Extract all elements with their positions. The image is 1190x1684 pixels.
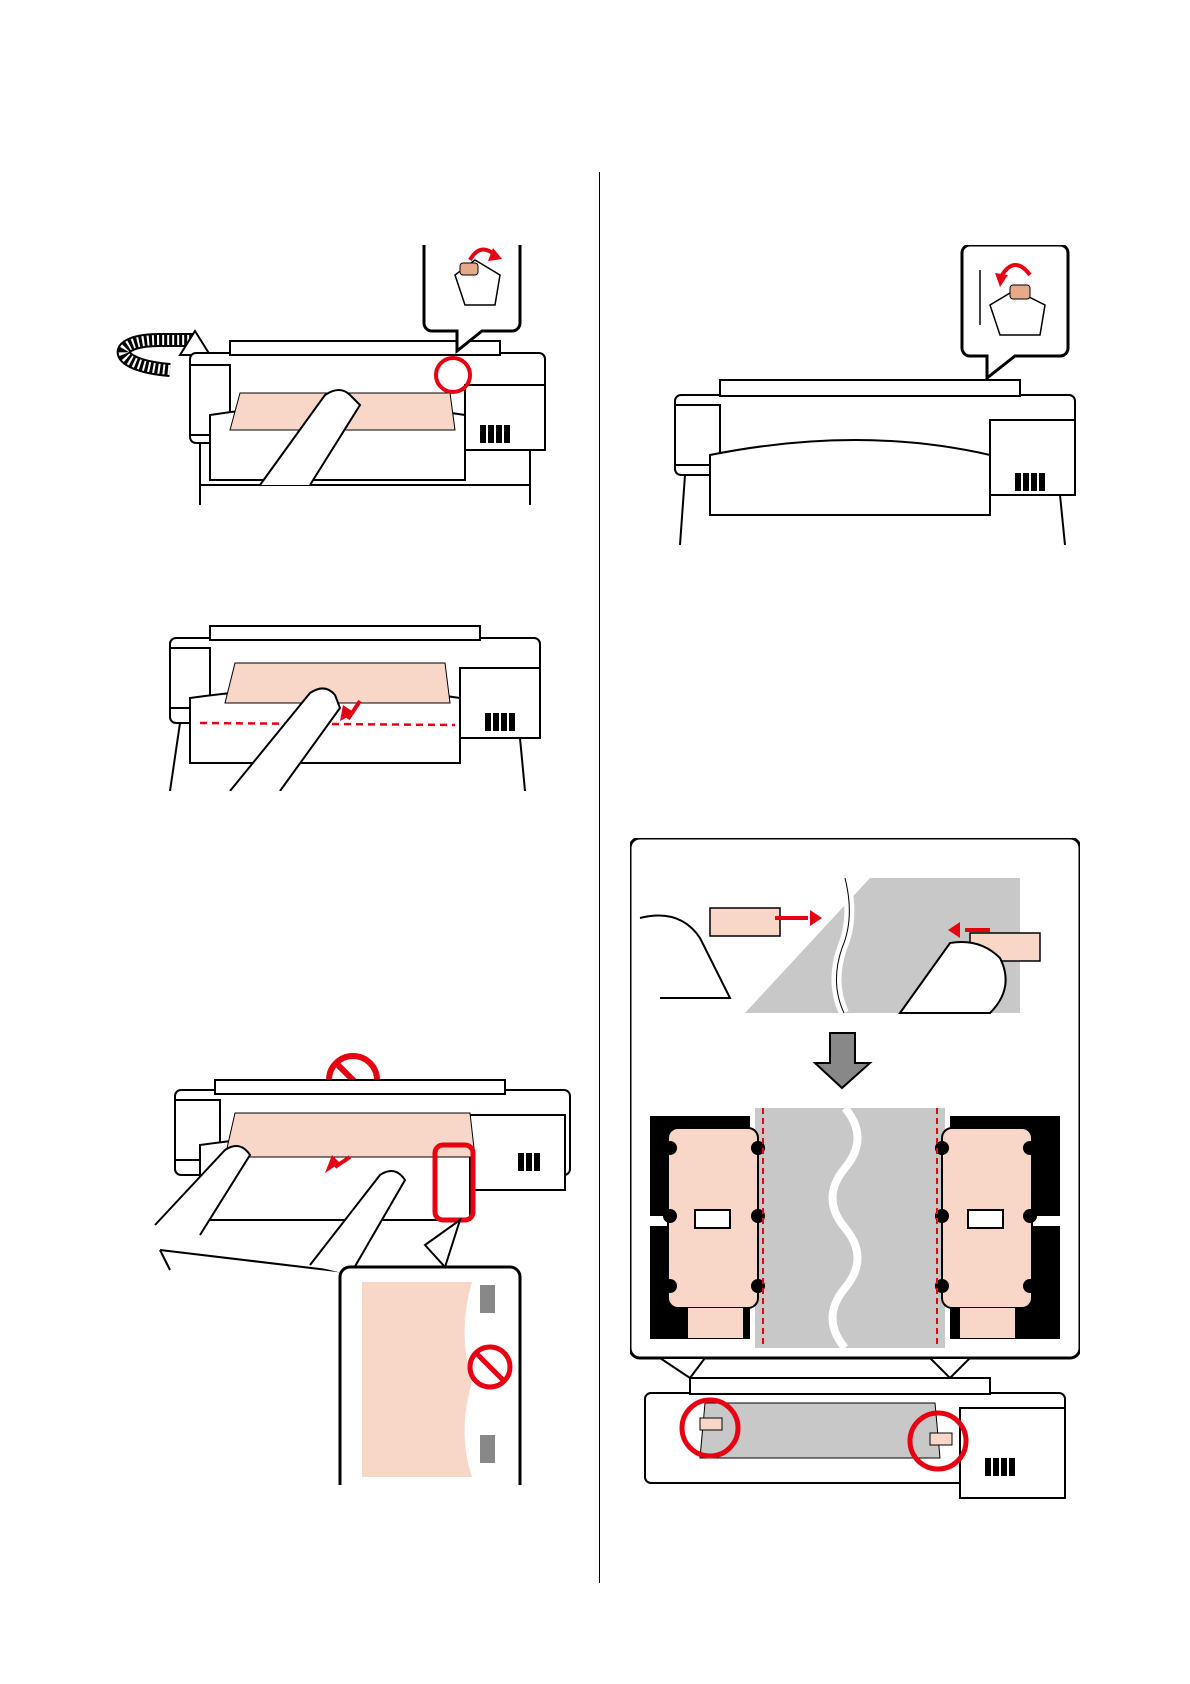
lever-callout-box <box>962 245 1068 378</box>
figure-raise-media-loading-lever <box>670 245 1090 545</box>
media-edge-detail-icon <box>340 1220 520 1485</box>
lever-callout-box <box>424 245 520 351</box>
column-divider <box>599 172 600 1583</box>
figure-media-slack-prohibited <box>140 1045 580 1485</box>
figure-pull-media-to-line <box>160 623 560 791</box>
figure-lower-media-loading-lever <box>110 245 570 525</box>
printer-body <box>675 380 1075 545</box>
figure-media-edge-plates <box>630 838 1080 1522</box>
media-sheet <box>225 663 450 703</box>
